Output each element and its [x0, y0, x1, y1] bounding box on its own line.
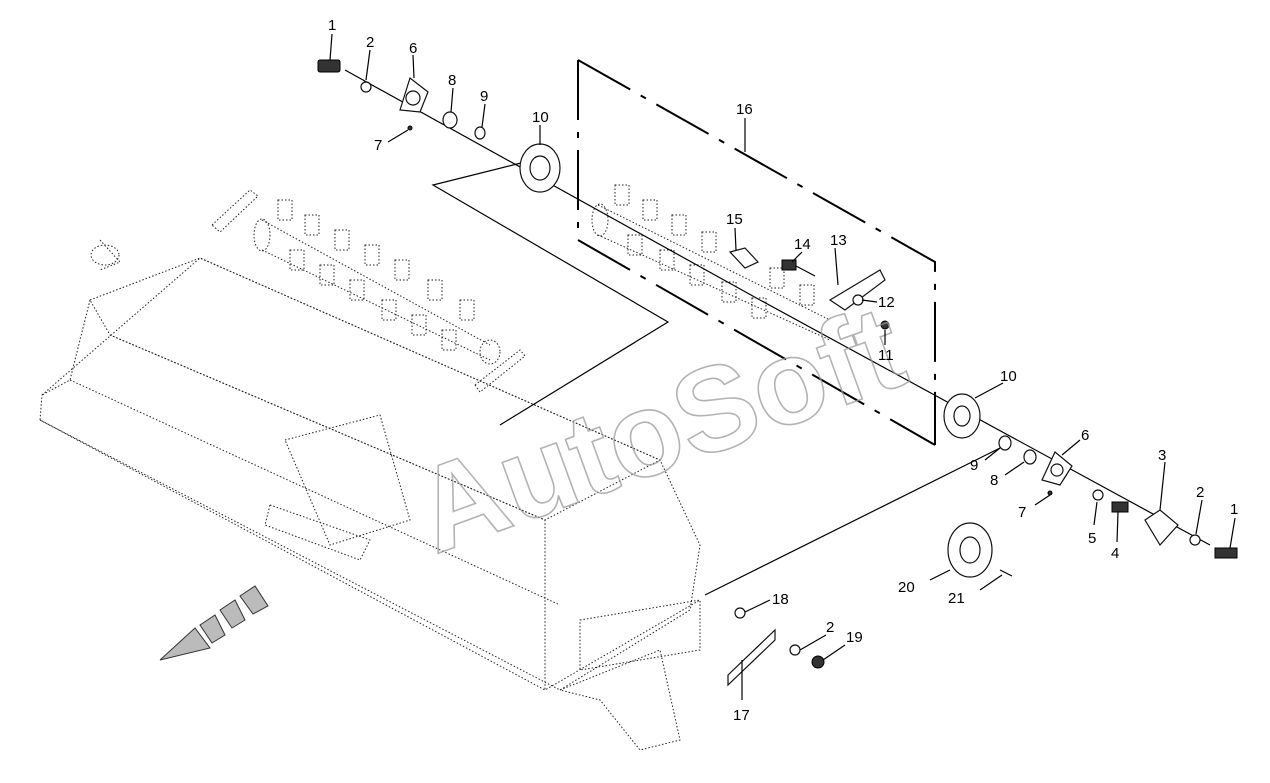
washer-5	[1092, 489, 1104, 501]
callout-18: 18	[772, 591, 789, 608]
callout-9: 9	[480, 88, 488, 105]
ring-8b	[1023, 449, 1037, 465]
nut-19	[811, 655, 825, 669]
grease-nipple-7b	[1047, 490, 1053, 496]
callout-11: 11	[878, 347, 894, 364]
callout-7b: 7	[1018, 504, 1026, 521]
cover-3	[1144, 509, 1179, 547]
bolt-4	[1111, 501, 1129, 513]
callout-labels: 1 2 6 7 8 9 10 16 15 14 13 12 11 10 6 9 …	[328, 17, 1238, 724]
callout-17: 17	[733, 707, 750, 724]
callout-4: 4	[1111, 545, 1119, 562]
grease-nipple-7a	[407, 125, 413, 131]
nut-11	[880, 320, 890, 330]
callout-2b: 2	[1196, 484, 1204, 501]
callout-12: 12	[878, 294, 895, 311]
callout-10b: 10	[1000, 368, 1017, 385]
assembly-boundary	[577, 59, 936, 446]
callout-1: 1	[328, 17, 336, 34]
callout-14: 14	[794, 236, 811, 253]
callout-7: 7	[374, 137, 382, 154]
callout-2c: 2	[826, 619, 834, 636]
callout-8b: 8	[990, 472, 998, 489]
bolt-18	[734, 607, 746, 619]
bracket-parts	[727, 607, 825, 687]
washer-2b	[1189, 534, 1201, 546]
machine-housing	[39, 189, 701, 751]
leader-lines	[329, 33, 1236, 700]
washer-2c	[789, 644, 801, 656]
spacer-9b	[998, 435, 1012, 451]
clamp-15	[728, 247, 760, 269]
center-parts	[728, 247, 890, 330]
plate-17	[727, 628, 776, 687]
callout-6b: 6	[1081, 427, 1089, 444]
bolt-1a	[317, 59, 341, 73]
left-bearing-parts	[90, 59, 561, 266]
callout-2: 2	[366, 34, 374, 51]
washer-2a	[360, 81, 372, 93]
cap	[90, 244, 120, 266]
direction-arrow-icon	[159, 585, 269, 661]
callout-5: 5	[1088, 530, 1096, 547]
callout-15: 15	[726, 211, 743, 228]
callout-19: 19	[846, 629, 863, 646]
lever-13	[828, 269, 886, 311]
callout-3: 3	[1158, 447, 1166, 464]
callout-16: 16	[736, 101, 753, 118]
rotor-assembly	[253, 184, 831, 365]
callout-10: 10	[532, 109, 549, 126]
bolt-14	[781, 259, 797, 271]
callout-20: 20	[898, 579, 915, 596]
ring-8a	[442, 111, 458, 129]
callout-21: 21	[948, 590, 965, 607]
callout-1b: 1	[1230, 501, 1238, 518]
watermark: AutoSoft	[398, 280, 920, 579]
spacer-9a	[474, 126, 486, 140]
bolt-1b	[1214, 547, 1238, 559]
key-21	[999, 569, 1013, 577]
callout-6: 6	[409, 40, 417, 57]
callout-13: 13	[830, 232, 847, 249]
callout-9b: 9	[970, 457, 978, 474]
callout-8: 8	[448, 72, 456, 89]
right-bearing-parts	[943, 393, 1238, 578]
